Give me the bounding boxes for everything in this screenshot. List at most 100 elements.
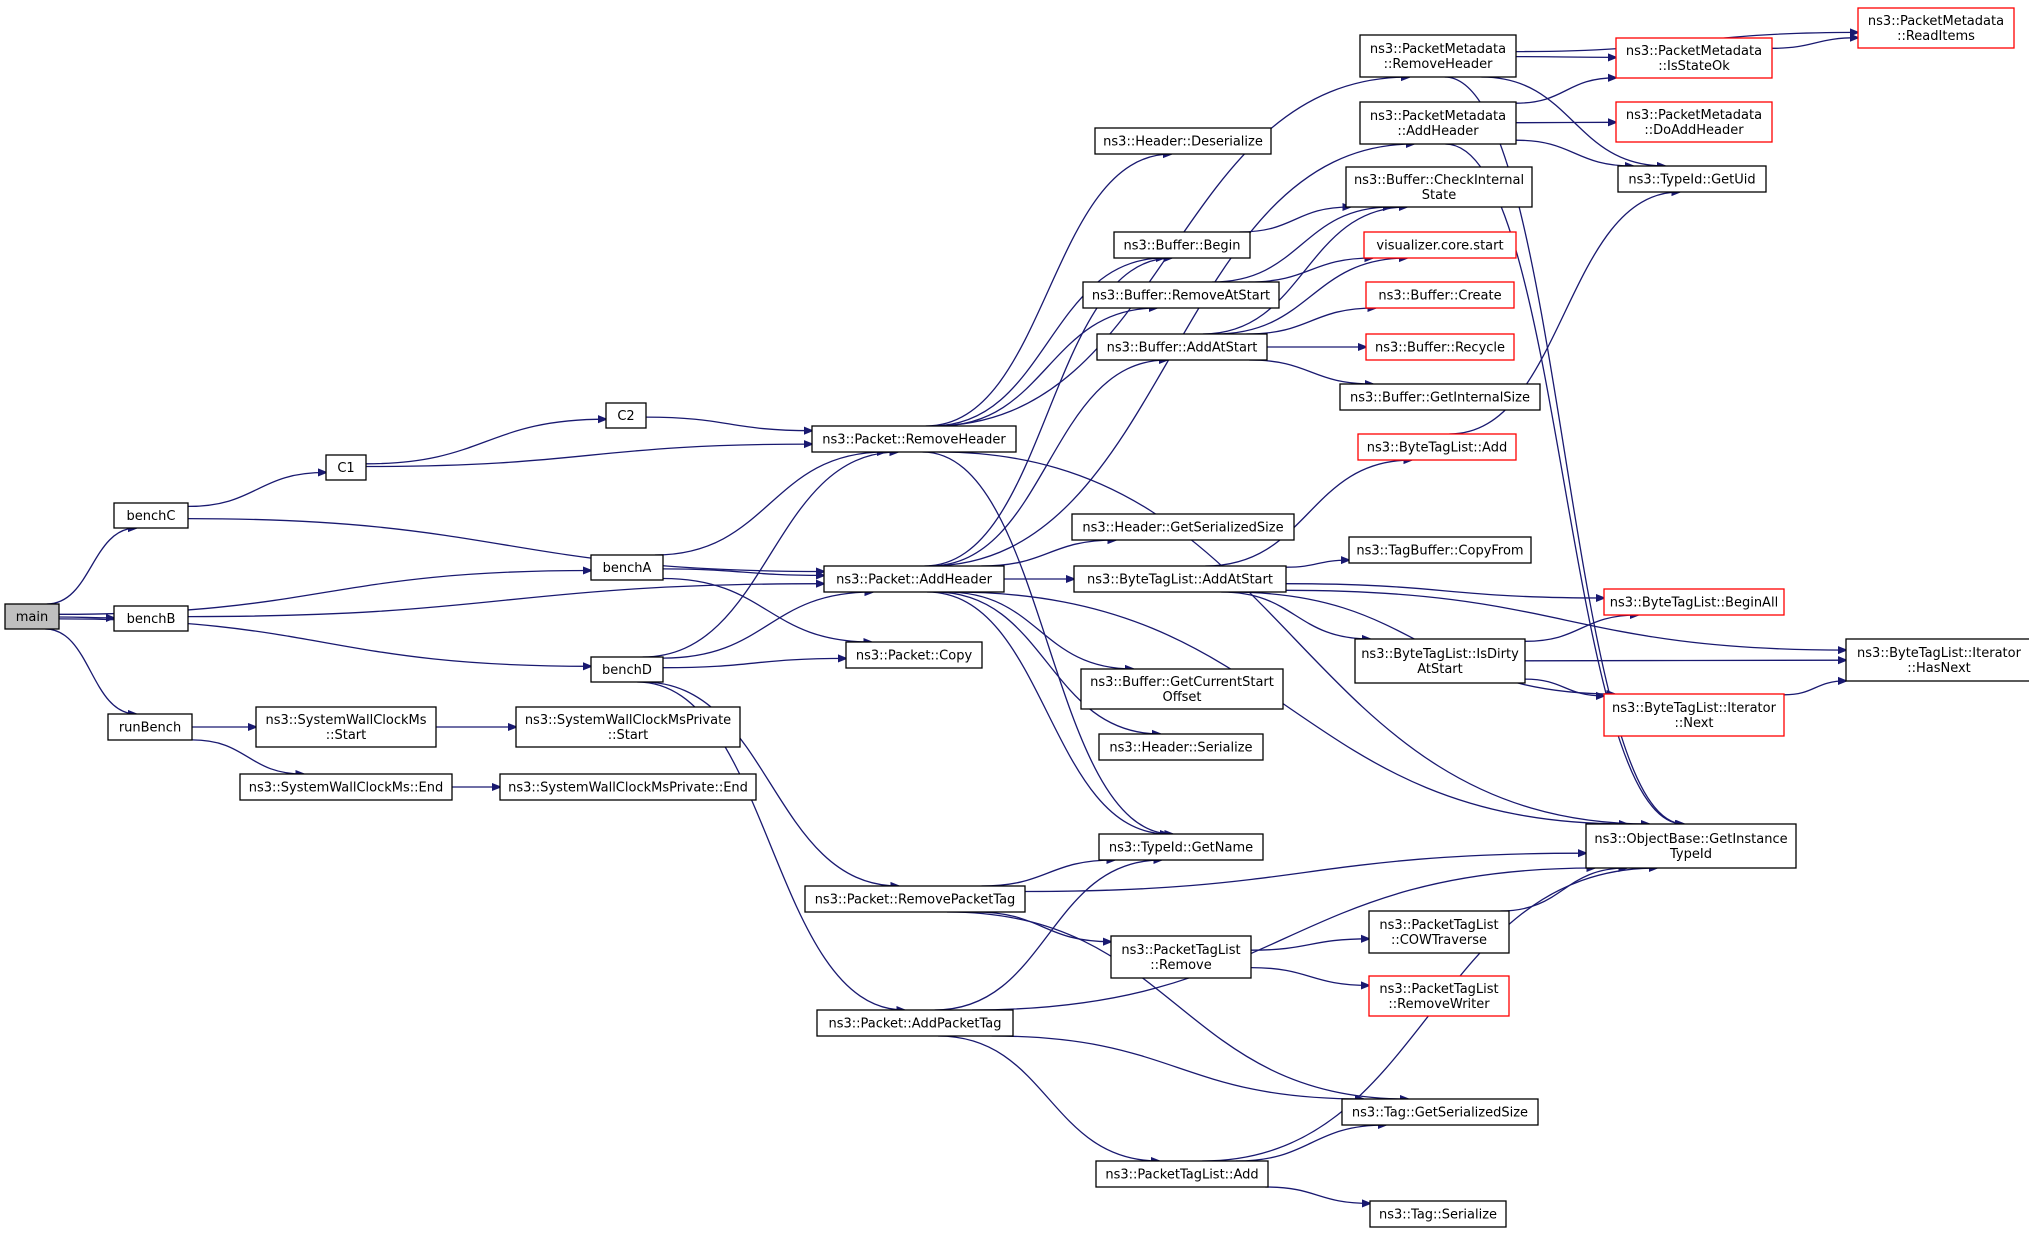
node-btl-it-next[interactable]: ns3::ByteTagList::Iterator::Next: [1603, 693, 1785, 737]
node-buf-removeatstart[interactable]: ns3::Buffer::RemoveAtStart: [1082, 281, 1280, 309]
node-buf-begin[interactable]: ns3::Buffer::Begin: [1113, 231, 1251, 259]
node-box[interactable]: [1113, 231, 1251, 259]
node-box[interactable]: [1617, 165, 1767, 193]
node-box[interactable]: [107, 713, 193, 741]
node-box[interactable]: [1603, 588, 1785, 616]
node-typeid-getname[interactable]: ns3::TypeId::GetName: [1098, 833, 1264, 861]
node-ptl-removewriter[interactable]: ns3::PacketTagList::RemoveWriter: [1368, 975, 1510, 1017]
node-C2[interactable]: C2: [605, 402, 647, 429]
node-swc-start[interactable]: ns3::SystemWallClockMs::Start: [255, 706, 437, 748]
node-pkt-copy[interactable]: ns3::Packet::Copy: [845, 641, 983, 669]
node-box[interactable]: [605, 402, 647, 429]
node-box[interactable]: [1359, 34, 1517, 78]
node-swcp-start[interactable]: ns3::SystemWallClockMsPrivate::Start: [515, 706, 741, 748]
node-pm-addheader[interactable]: ns3::PacketMetadata::AddHeader: [1359, 101, 1517, 145]
node-box[interactable]: [590, 656, 664, 683]
node-box[interactable]: [113, 605, 189, 632]
node-hdr-serialize[interactable]: ns3::Header::Serialize: [1098, 733, 1264, 761]
node-hdr-getserializedsize[interactable]: ns3::Header::GetSerializedSize: [1071, 513, 1295, 541]
node-pkt-addpackettag[interactable]: ns3::Packet::AddPacketTag: [816, 1009, 1014, 1037]
node-swcp-end[interactable]: ns3::SystemWallClockMsPrivate::End: [499, 773, 757, 801]
node-vis-start[interactable]: visualizer.core.start: [1363, 231, 1517, 259]
node-btl-add[interactable]: ns3::ByteTagList::Add: [1357, 433, 1517, 461]
node-swc-end[interactable]: ns3::SystemWallClockMs::End: [239, 773, 453, 801]
node-benchD[interactable]: benchD: [590, 656, 664, 683]
node-box[interactable]: [4, 603, 60, 630]
node-box[interactable]: [1071, 513, 1295, 541]
node-benchA[interactable]: benchA: [590, 554, 664, 581]
node-ptl-remove[interactable]: ns3::PacketTagList::Remove: [1110, 935, 1252, 979]
node-pm-readitems[interactable]: ns3::PacketMetadata::ReadItems: [1857, 7, 2015, 49]
node-benchC[interactable]: benchC: [113, 502, 189, 529]
node-box[interactable]: [1096, 333, 1268, 361]
node-ptl-add[interactable]: ns3::PacketTagList::Add: [1095, 1160, 1269, 1188]
node-box[interactable]: [1357, 433, 1517, 461]
node-box[interactable]: [1857, 7, 2015, 49]
node-benchB[interactable]: benchB: [113, 605, 189, 632]
node-buf-create[interactable]: ns3::Buffer::Create: [1365, 281, 1515, 309]
node-box[interactable]: [1369, 1200, 1507, 1228]
node-box[interactable]: [1365, 281, 1515, 309]
node-tag-getserializedsize[interactable]: ns3::Tag::GetSerializedSize: [1341, 1098, 1539, 1126]
node-box[interactable]: [1098, 733, 1264, 761]
node-C1[interactable]: C1: [325, 454, 367, 481]
node-buf-recycle[interactable]: ns3::Buffer::Recycle: [1365, 333, 1515, 361]
node-tagbuf-copyfrom[interactable]: ns3::TagBuffer::CopyFrom: [1348, 536, 1532, 564]
node-btl-beginall[interactable]: ns3::ByteTagList::BeginAll: [1603, 588, 1785, 616]
node-box[interactable]: [499, 773, 757, 801]
node-box[interactable]: [590, 554, 664, 581]
node-tag-serialize[interactable]: ns3::Tag::Serialize: [1369, 1200, 1507, 1228]
node-btl-addatstart[interactable]: ns3::ByteTagList::AddAtStart: [1073, 565, 1287, 593]
node-box[interactable]: [823, 565, 1005, 593]
node-box[interactable]: [255, 706, 437, 748]
node-box[interactable]: [1095, 1160, 1269, 1188]
node-box[interactable]: [1368, 975, 1510, 1017]
node-box[interactable]: [1359, 101, 1517, 145]
node-pkt-removepackettag[interactable]: ns3::Packet::RemovePacketTag: [804, 885, 1026, 913]
node-box[interactable]: [845, 641, 983, 669]
node-box[interactable]: [1082, 281, 1280, 309]
node-ptl-cowtraverse[interactable]: ns3::PacketTagList::COWTraverse: [1368, 910, 1510, 954]
node-box[interactable]: [515, 706, 741, 748]
node-box[interactable]: [1341, 1098, 1539, 1126]
node-box[interactable]: [1603, 693, 1785, 737]
node-box[interactable]: [1094, 127, 1272, 155]
node-box[interactable]: [1354, 638, 1526, 684]
node-box[interactable]: [1845, 638, 2029, 682]
node-runBench[interactable]: runBench: [107, 713, 193, 741]
node-box[interactable]: [1339, 383, 1541, 411]
node-pm-removeheader[interactable]: ns3::PacketMetadata::RemoveHeader: [1359, 34, 1517, 78]
node-btl-it-hasnext[interactable]: ns3::ByteTagList::Iterator::HasNext: [1845, 638, 2029, 682]
node-pkt-addheader[interactable]: ns3::Packet::AddHeader: [823, 565, 1005, 593]
node-box[interactable]: [113, 502, 189, 529]
node-pm-doaddheader[interactable]: ns3::PacketMetadata::DoAddHeader: [1615, 101, 1773, 143]
node-pkt-removeheader[interactable]: ns3::Packet::RemoveHeader: [811, 425, 1017, 453]
node-box[interactable]: [1073, 565, 1287, 593]
node-box[interactable]: [804, 885, 1026, 913]
node-box[interactable]: [1615, 101, 1773, 143]
node-box[interactable]: [1585, 823, 1797, 869]
node-hdr-deserialize[interactable]: ns3::Header::Deserialize: [1094, 127, 1272, 155]
node-box[interactable]: [811, 425, 1017, 453]
node-box[interactable]: [1615, 37, 1773, 79]
node-buf-getinternalsize[interactable]: ns3::Buffer::GetInternalSize: [1339, 383, 1541, 411]
node-box[interactable]: [325, 454, 367, 481]
node-box[interactable]: [1363, 231, 1517, 259]
node-box[interactable]: [239, 773, 453, 801]
node-buf-addatstart[interactable]: ns3::Buffer::AddAtStart: [1096, 333, 1268, 361]
node-typeid-getuid[interactable]: ns3::TypeId::GetUid: [1617, 165, 1767, 193]
node-box[interactable]: [1365, 333, 1515, 361]
node-main[interactable]: main: [4, 603, 60, 630]
node-box[interactable]: [1098, 833, 1264, 861]
node-box[interactable]: [1368, 910, 1510, 954]
node-box[interactable]: [1110, 935, 1252, 979]
node-box[interactable]: [1080, 668, 1284, 710]
node-box[interactable]: [816, 1009, 1014, 1037]
node-box[interactable]: [1348, 536, 1532, 564]
node-pm-isstateok[interactable]: ns3::PacketMetadata::IsStateOk: [1615, 37, 1773, 79]
node-box[interactable]: [1345, 166, 1533, 208]
